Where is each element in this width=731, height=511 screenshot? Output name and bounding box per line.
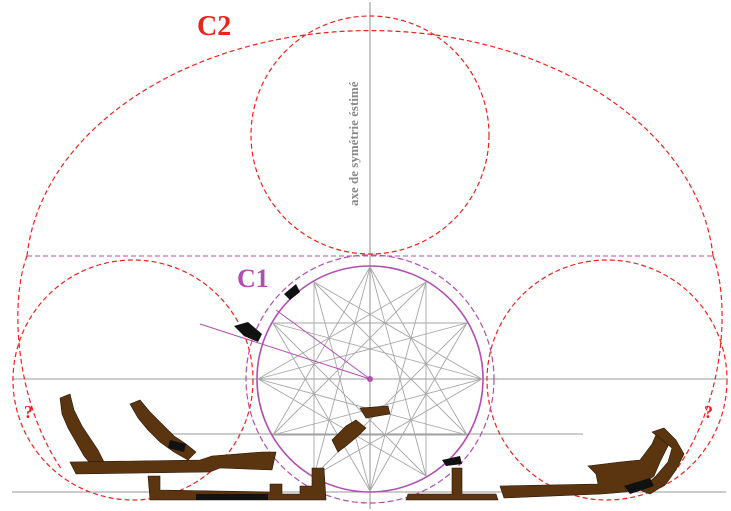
label-c2: C2 — [197, 11, 231, 42]
ruin-left-base-wall — [69, 451, 277, 475]
radius-line-long — [199, 323, 371, 380]
ruin-dark-fragments — [168, 284, 654, 500]
star-segment — [313, 322, 468, 477]
top-red-circle — [250, 15, 490, 255]
ruin-dark-right-fragment — [442, 456, 462, 466]
star-segment — [313, 281, 483, 380]
c2-side-arc-right — [675, 255, 723, 471]
center-point — [367, 376, 373, 382]
star-segment — [257, 281, 427, 380]
star-segment — [257, 378, 427, 477]
label-question-right: ? — [704, 402, 713, 422]
star-segment — [369, 281, 427, 492]
ruin-fragments — [59, 393, 685, 501]
c1-dashed-circle — [245, 254, 495, 504]
ruin-right-diagonal-wall — [639, 427, 685, 495]
star-segment — [272, 266, 371, 436]
ruin-bottom-right-foundation — [405, 467, 499, 501]
red-dashed-circles — [12, 15, 728, 501]
ruin-left-inner-wall — [129, 399, 197, 461]
ruin-dark-base-strip — [196, 494, 268, 500]
star-segment — [272, 281, 427, 436]
star-segment — [313, 281, 468, 436]
left-red-circle — [12, 259, 254, 501]
star-segment — [257, 378, 468, 436]
radius-line-short — [275, 309, 371, 380]
right-red-circle — [486, 259, 728, 501]
star-segment — [313, 281, 371, 492]
ruin-dark-top-fragment — [284, 284, 300, 300]
star-segment — [272, 322, 427, 477]
ruin-left-diagonal-wall — [59, 393, 105, 469]
label-question-left: ? — [24, 402, 33, 422]
star-segment — [313, 378, 483, 477]
c1-solid-circle — [256, 265, 484, 493]
star-segment — [257, 322, 468, 380]
ruin-bottom-left-foundation — [147, 467, 327, 501]
star-segment — [272, 322, 483, 380]
star-polygon — [257, 266, 483, 492]
radius-lines — [199, 309, 371, 380]
c2-large-arc — [26, 30, 714, 257]
star-segment — [369, 322, 468, 492]
star-segment — [272, 322, 371, 492]
c2-side-arc-left — [17, 255, 63, 471]
label-c1: C1 — [237, 264, 269, 293]
ruin-dark-right-strip — [624, 478, 654, 494]
label-axis: axe de symétrie éstimé — [346, 81, 361, 206]
star-segment — [369, 266, 427, 477]
star-segment — [369, 266, 468, 436]
ruin-center-block — [359, 405, 391, 419]
ruin-center-fragment — [331, 419, 367, 453]
ruin-dark-left-fragment — [234, 322, 262, 342]
ruin-dark-small-left — [168, 440, 186, 452]
star-segment — [313, 266, 371, 477]
